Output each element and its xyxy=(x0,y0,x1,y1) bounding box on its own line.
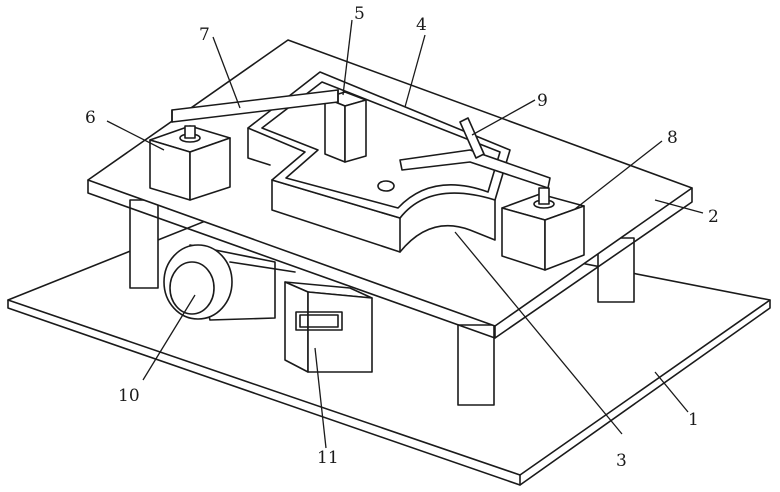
label-5: 5 xyxy=(354,4,365,24)
left-actuator xyxy=(150,126,230,200)
label-4: 4 xyxy=(416,15,427,35)
label-6: 6 xyxy=(85,108,96,128)
label-11: 11 xyxy=(317,448,339,468)
label-9: 9 xyxy=(537,91,548,111)
label-8: 8 xyxy=(667,128,678,148)
label-1: 1 xyxy=(688,410,699,430)
label-7: 7 xyxy=(199,25,210,45)
label-10: 10 xyxy=(118,386,140,406)
control-box xyxy=(285,282,372,372)
label-2: 2 xyxy=(708,207,719,227)
label-3: 3 xyxy=(616,451,627,471)
